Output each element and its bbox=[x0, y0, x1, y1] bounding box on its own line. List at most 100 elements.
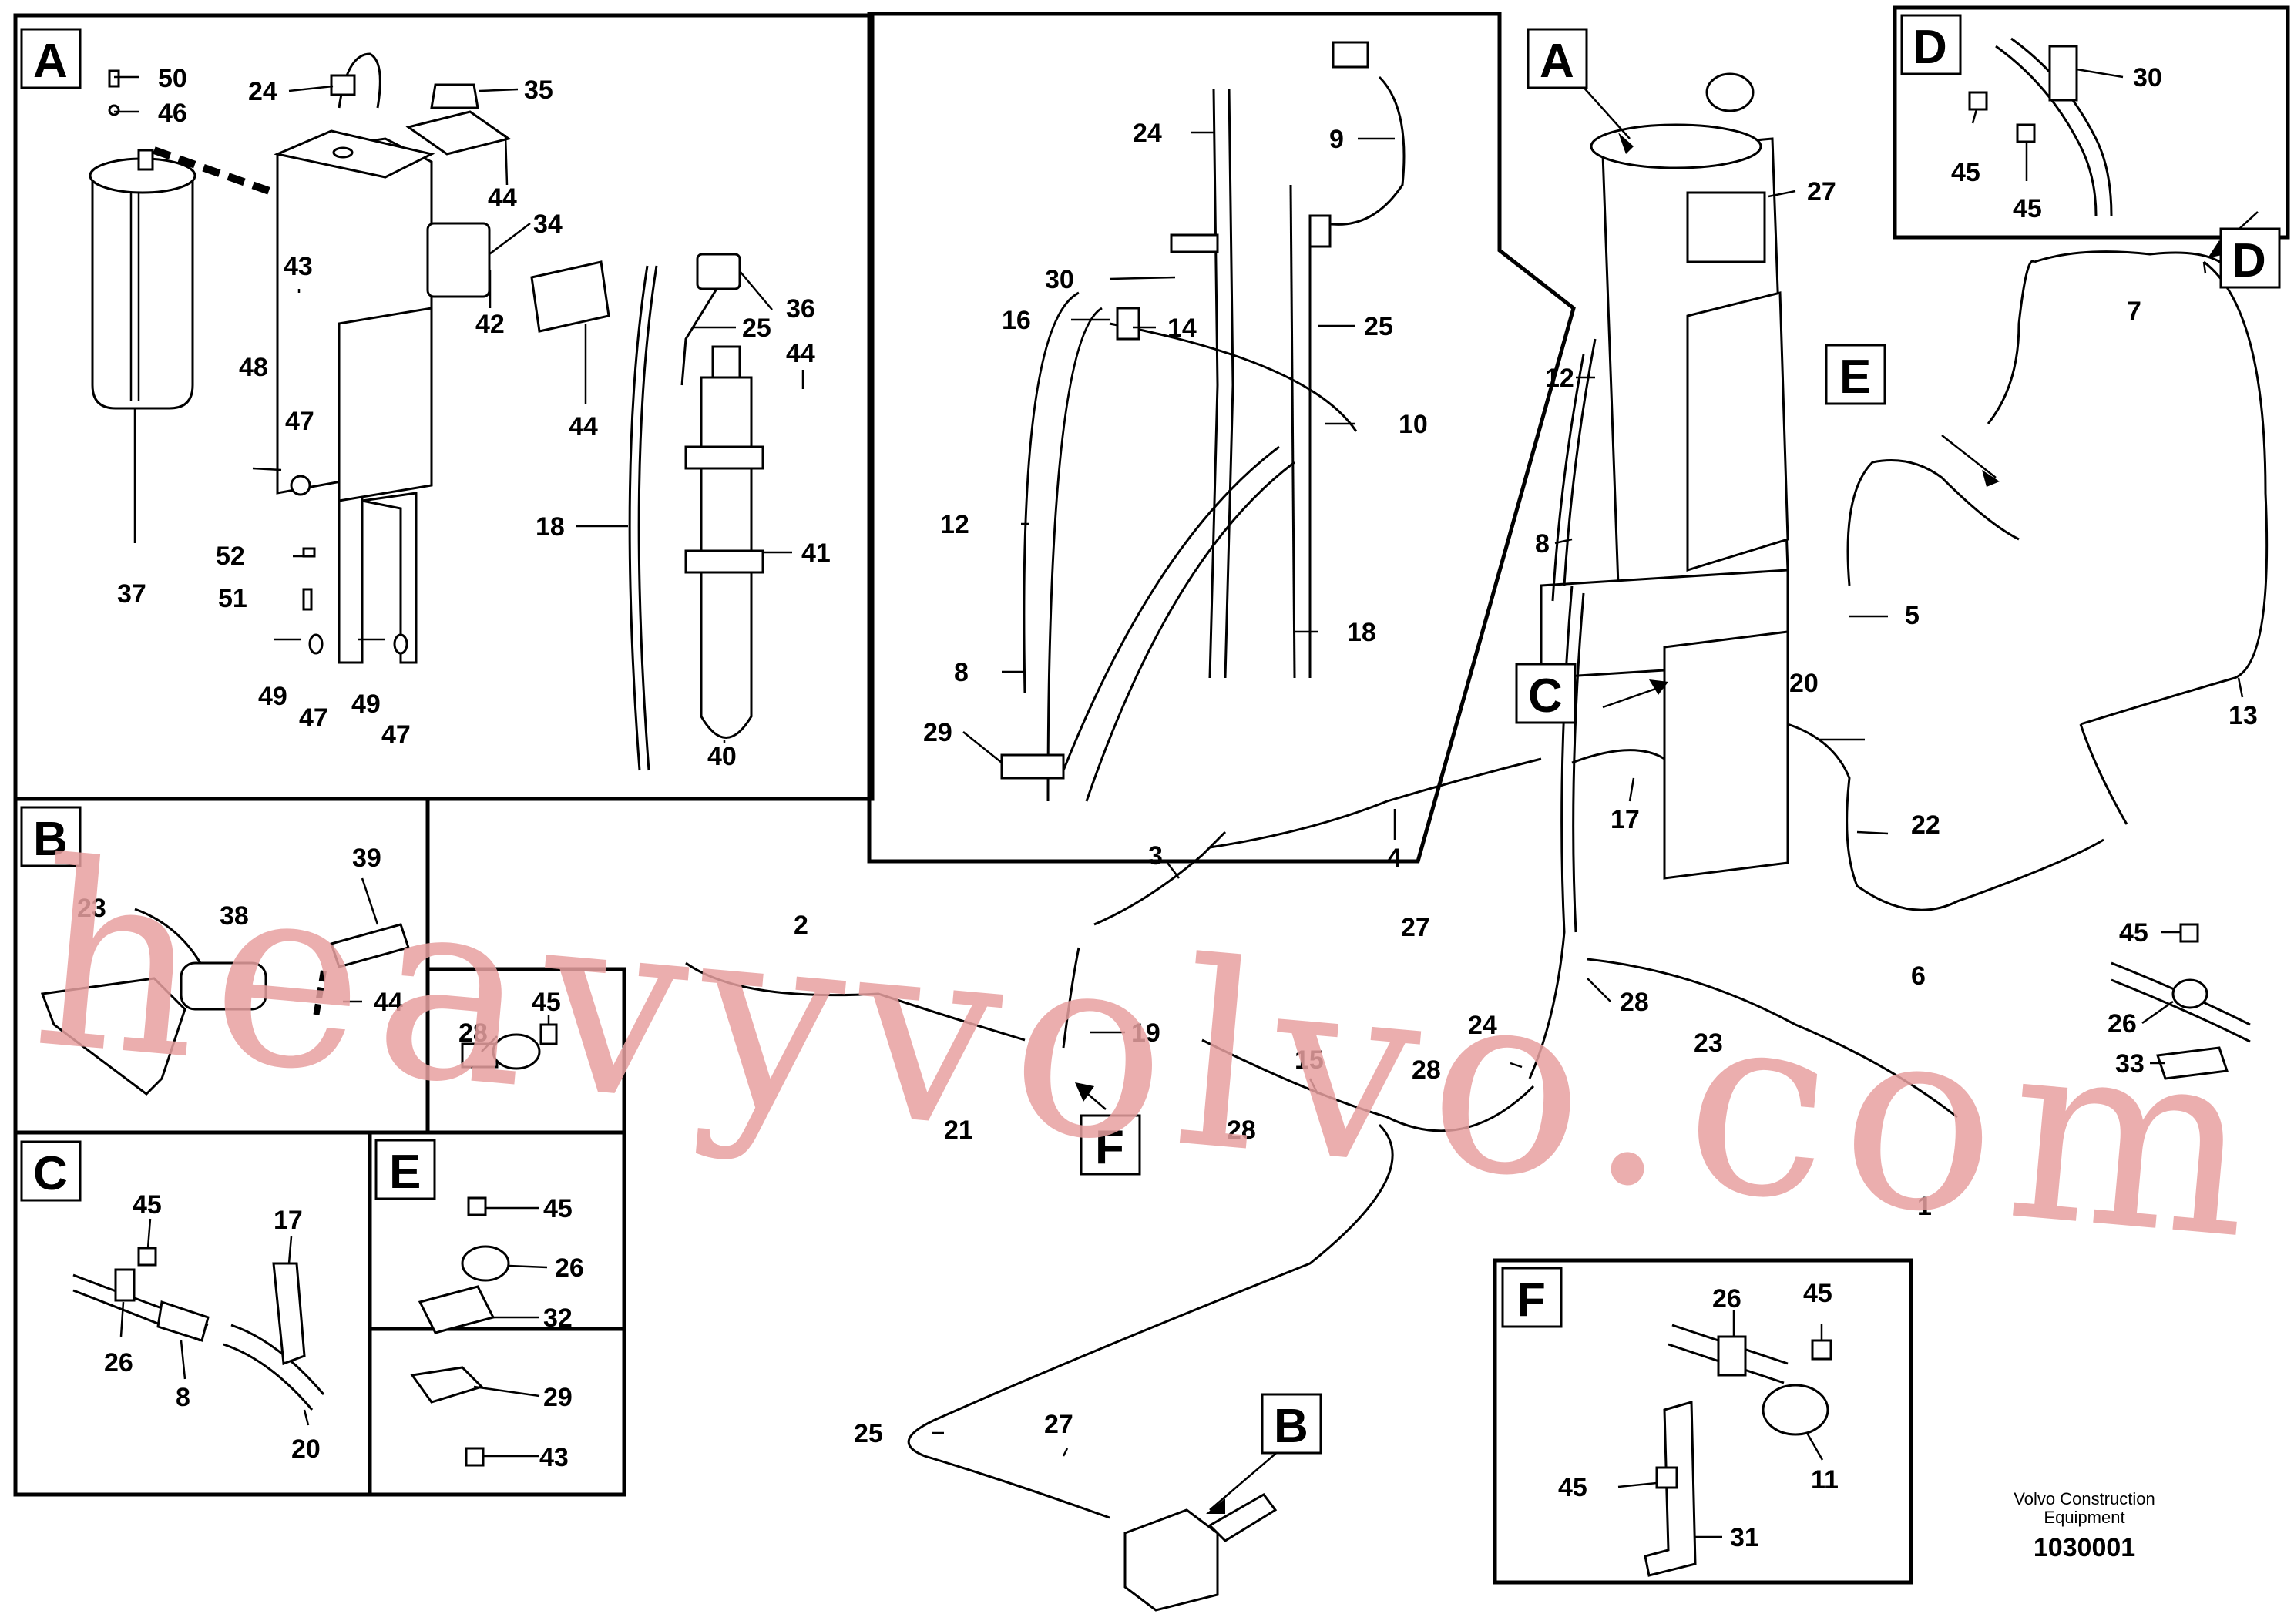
k-clamp bbox=[492, 1033, 541, 1070]
main-bracket-plate bbox=[1686, 291, 1789, 572]
callout-m12: 12 bbox=[1545, 364, 1574, 393]
callout-r33: 33 bbox=[2115, 1049, 2145, 1079]
c-hose-20 bbox=[230, 1324, 325, 1395]
callout-34: 34 bbox=[533, 210, 563, 239]
callout-37: 37 bbox=[117, 579, 146, 609]
d-bolt-a bbox=[1968, 91, 1988, 111]
bracket-plate bbox=[338, 307, 433, 502]
main-panel-c-box bbox=[1515, 663, 1577, 724]
g-clamp-29 bbox=[410, 1366, 484, 1404]
f-bolt-45b bbox=[1655, 1466, 1678, 1489]
callout-i10: 10 bbox=[1399, 410, 1428, 439]
callout-i12: 12 bbox=[940, 510, 969, 539]
main-panel-f-box bbox=[1080, 1114, 1141, 1176]
g-bolt-43 bbox=[465, 1447, 485, 1467]
hose-18-edge bbox=[637, 265, 658, 771]
callout-e26: 26 bbox=[555, 1253, 584, 1283]
footer-code: 1030001 bbox=[2034, 1533, 2135, 1562]
callout-i29: 29 bbox=[923, 718, 952, 747]
callout-c45: 45 bbox=[133, 1190, 162, 1220]
callout-r26: 26 bbox=[2108, 1009, 2137, 1038]
callout-40: 40 bbox=[707, 742, 737, 771]
joystick-handle bbox=[1207, 1493, 1278, 1542]
f-clamp-26 bbox=[1717, 1335, 1747, 1377]
main-accumulator-top bbox=[1590, 123, 1762, 169]
callout-18a: 18 bbox=[536, 512, 565, 542]
main-panel-b-box bbox=[1261, 1393, 1322, 1455]
bolt-48 bbox=[252, 467, 282, 471]
callout-d45a: 45 bbox=[1951, 158, 1980, 187]
callout-m24: 24 bbox=[1468, 1011, 1497, 1040]
panel-c-box bbox=[20, 1140, 82, 1202]
main-cap bbox=[1705, 72, 1755, 112]
bottle-clamp-upper bbox=[684, 445, 764, 470]
callout-f26: 26 bbox=[1712, 1284, 1741, 1314]
detail-c-content: 45 17 26 8 20 bbox=[72, 1190, 325, 1464]
callout-m17: 17 bbox=[1611, 805, 1640, 834]
inset-hose-main bbox=[1062, 445, 1280, 771]
cap-bracket bbox=[405, 110, 512, 156]
callout-c8: 8 bbox=[176, 1383, 190, 1412]
r-clamp-26 bbox=[2171, 978, 2208, 1009]
b-sensor-39 bbox=[330, 923, 410, 968]
panel-f-box bbox=[1501, 1267, 1563, 1328]
callout-50: 50 bbox=[158, 64, 187, 93]
valve-36 bbox=[696, 253, 741, 290]
callout-m27c: 27 bbox=[1044, 1410, 1073, 1439]
callout-g43: 43 bbox=[539, 1443, 569, 1472]
callout-49b: 49 bbox=[351, 690, 381, 719]
main-hose-8 bbox=[1551, 354, 1585, 602]
inset-hose-9 bbox=[1325, 75, 1406, 226]
callout-m21: 21 bbox=[944, 1116, 973, 1145]
footer-maker2: Equipment bbox=[2044, 1508, 2124, 1527]
c-hose-20b bbox=[223, 1343, 314, 1411]
inset-hose-24 bbox=[1208, 88, 1219, 679]
frame-detail-a bbox=[13, 13, 875, 801]
detail-clamp-content: 28 45 bbox=[458, 988, 561, 1070]
leaders-inset bbox=[962, 131, 1395, 763]
callout-b44: 44 bbox=[374, 988, 403, 1017]
main-support-post bbox=[1663, 630, 1789, 880]
bracket-hole bbox=[332, 146, 354, 159]
detail-right-clamp: 45 26 33 bbox=[2108, 918, 2251, 1080]
main-hose-25 bbox=[907, 1123, 1394, 1519]
nut-52 bbox=[302, 547, 316, 558]
leaders-a bbox=[114, 75, 804, 743]
callout-m7: 7 bbox=[2127, 297, 2141, 326]
callout-36: 36 bbox=[786, 294, 815, 324]
callout-c17: 17 bbox=[274, 1206, 303, 1235]
callout-52: 52 bbox=[216, 542, 245, 571]
callout-f11: 11 bbox=[1811, 1465, 1839, 1495]
b-console bbox=[40, 977, 186, 1096]
detail-frames bbox=[13, 5, 2290, 1585]
inset-clamp-29 bbox=[1000, 753, 1065, 780]
callout-g29: 29 bbox=[543, 1383, 573, 1412]
callout-m27b: 27 bbox=[1401, 913, 1430, 942]
arrow-c bbox=[1649, 679, 1668, 695]
panel-c-label: C bbox=[33, 1147, 68, 1200]
main-hose-15 bbox=[1201, 1038, 1535, 1132]
callout-m15: 15 bbox=[1295, 1045, 1324, 1075]
joystick-base bbox=[1123, 1508, 1219, 1612]
inset-fitting-14 bbox=[1116, 307, 1140, 341]
panel-labels: A B C E D F bbox=[20, 14, 1962, 1328]
main-hose-23 bbox=[1587, 958, 1958, 1119]
panel-e-label: E bbox=[389, 1146, 421, 1199]
callout-49a: 49 bbox=[258, 682, 287, 711]
callout-f31: 31 bbox=[1730, 1523, 1759, 1552]
main-panel-c-label: C bbox=[1528, 669, 1563, 723]
hose-18 bbox=[628, 265, 649, 771]
callout-47c: 47 bbox=[381, 720, 411, 750]
panel-d-box bbox=[1900, 14, 1962, 75]
callout-b38: 38 bbox=[220, 901, 249, 931]
main-hose-19 bbox=[1062, 947, 1080, 1049]
callout-f45a: 45 bbox=[1803, 1279, 1832, 1308]
bracket-leg bbox=[361, 492, 418, 664]
callout-k45: 45 bbox=[532, 988, 561, 1017]
callout-r45: 45 bbox=[2119, 918, 2148, 948]
d-hose-edge bbox=[2010, 37, 2113, 216]
e-clamp-26 bbox=[461, 1245, 510, 1282]
e-bracket-32 bbox=[418, 1285, 495, 1334]
main-panel-d-box bbox=[2219, 227, 2281, 289]
